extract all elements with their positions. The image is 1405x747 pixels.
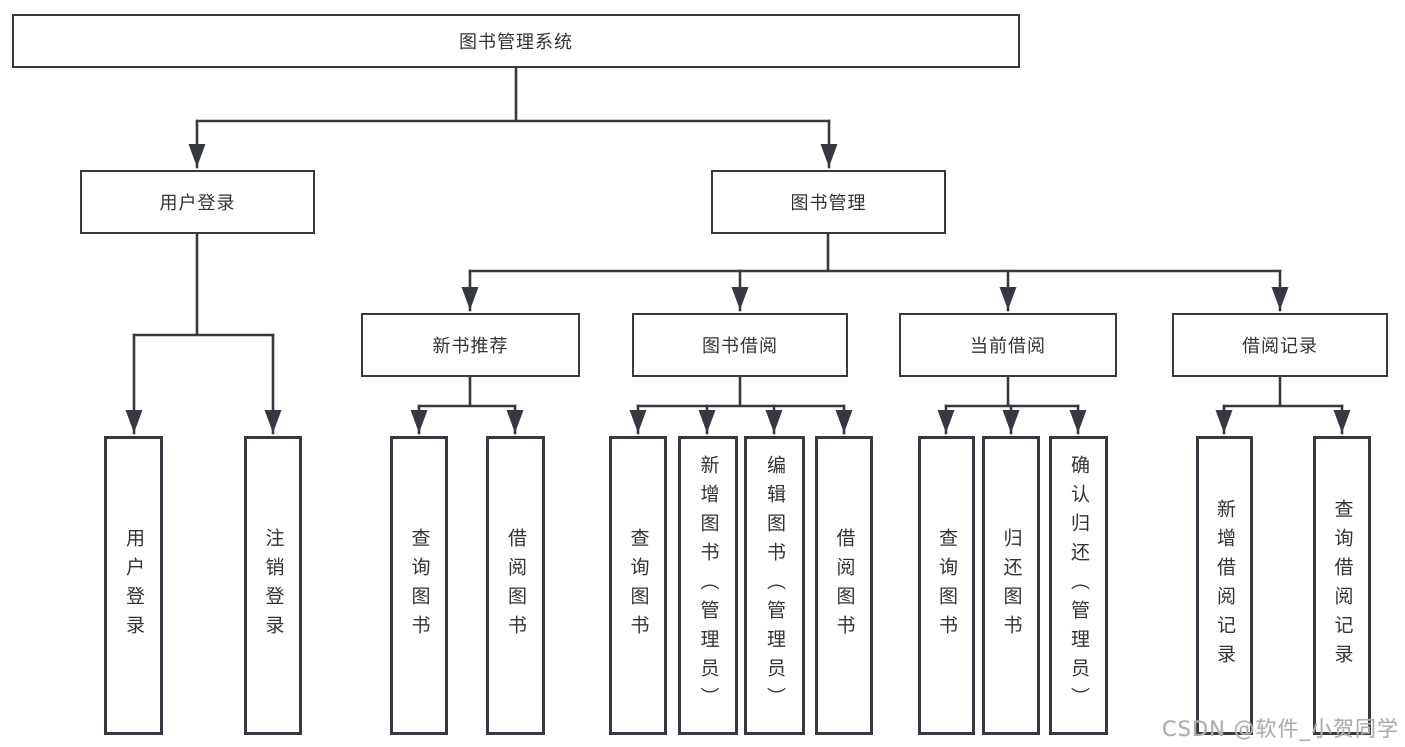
leaf-borrow-query-books: 查询图书 [609, 436, 667, 735]
leaf-newbook-query-books-label: 查询图书 [408, 527, 431, 644]
leaf-add-books-admin-label: 新增图书（管理员） [697, 455, 720, 716]
node-book-management: 图书管理 [711, 170, 946, 234]
leaf-user-login-label: 用户登录 [123, 527, 145, 644]
connector-current-borrow-branch [937, 375, 1087, 435]
csdn-watermark: CSDN @软件_小贺同学 [1161, 717, 1399, 741]
node-root-system: 图书管理系统 [12, 14, 1020, 68]
node-user-login-label: 用户登录 [159, 193, 236, 214]
leaf-logout-label: 注销登录 [262, 527, 285, 644]
leaf-add-borrow-record: 新增借阅记录 [1196, 436, 1253, 735]
connector-new-book-branch [410, 375, 524, 435]
connector-user-login-branch [125, 232, 282, 435]
connector-root-to-level2 [188, 66, 838, 169]
leaf-confirm-return-admin: 确认归还（管理员） [1049, 436, 1108, 735]
leaf-confirm-return-admin-label: 确认归还（管理员） [1068, 455, 1090, 716]
node-book-borrow-label: 图书借阅 [702, 336, 778, 357]
node-new-book-recommend: 新书推荐 [361, 313, 580, 377]
leaf-add-borrow-record-label: 新增借阅记录 [1214, 498, 1236, 673]
node-borrow-records-label: 借阅记录 [1242, 336, 1318, 357]
leaf-newbook-borrow-books-label: 借阅图书 [505, 527, 527, 644]
leaf-return-books-label: 归还图书 [1000, 527, 1023, 644]
node-current-borrow-label: 当前借阅 [970, 336, 1046, 357]
leaf-edit-books-admin-label: 编辑图书（管理员） [764, 455, 786, 716]
leaf-borrow-borrow-books: 借阅图书 [815, 436, 873, 735]
leaf-query-borrow-record-label: 查询借阅记录 [1331, 498, 1354, 673]
leaf-return-books: 归还图书 [982, 436, 1040, 735]
leaf-add-books-admin: 新增图书（管理员） [678, 436, 738, 735]
connector-book-borrow-branch [629, 375, 853, 435]
node-current-borrow: 当前借阅 [899, 313, 1117, 377]
leaf-logout: 注销登录 [244, 436, 302, 735]
node-new-book-recommend-label: 新书推荐 [432, 336, 509, 357]
leaf-borrow-query-books-label: 查询图书 [627, 527, 650, 644]
connector-book-management-branch [461, 232, 1289, 312]
leaf-current-query-books-label: 查询图书 [936, 527, 958, 644]
node-root-system-label: 图书管理系统 [459, 32, 573, 53]
node-borrow-records: 借阅记录 [1172, 313, 1388, 377]
leaf-user-login: 用户登录 [104, 436, 163, 735]
node-book-borrow: 图书借阅 [632, 313, 848, 377]
leaf-newbook-borrow-books: 借阅图书 [486, 436, 545, 735]
leaf-borrow-borrow-books-label: 借阅图书 [833, 527, 856, 644]
leaf-newbook-query-books: 查询图书 [390, 436, 448, 735]
connector-borrow-records-branch [1215, 375, 1351, 435]
leaf-query-borrow-record: 查询借阅记录 [1313, 436, 1371, 735]
leaf-edit-books-admin: 编辑图书（管理员） [744, 436, 805, 735]
node-book-management-label: 图书管理 [790, 193, 867, 214]
node-user-login: 用户登录 [80, 170, 315, 234]
leaf-current-query-books: 查询图书 [918, 436, 975, 735]
